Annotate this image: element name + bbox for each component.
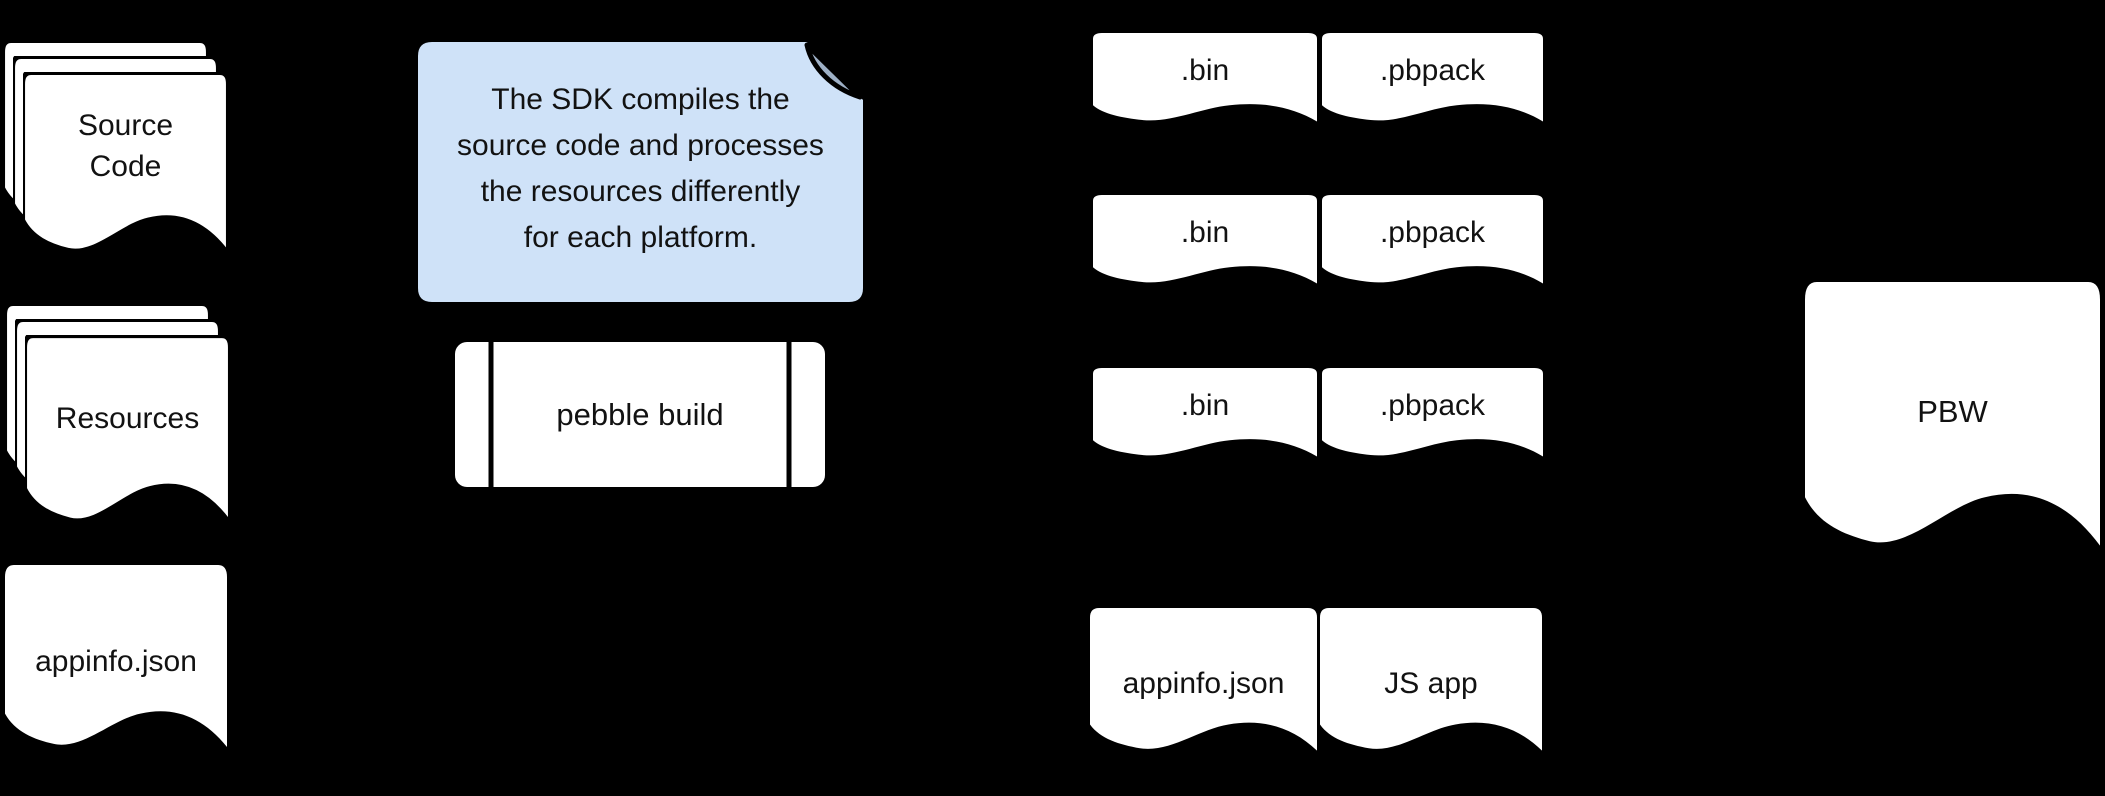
note-fold-icon bbox=[804, 42, 863, 100]
pebble-build-label: pebble build bbox=[556, 396, 724, 432]
appinfo-output-label: appinfo.json bbox=[1122, 667, 1285, 701]
document-icon bbox=[1320, 608, 1542, 751]
document-icon bbox=[1093, 368, 1317, 457]
document-icon bbox=[1090, 608, 1317, 751]
document-icon: Source Code bbox=[23, 72, 228, 257]
bin-label: .bin bbox=[1180, 215, 1230, 249]
appinfo-input-label: appinfo.json bbox=[35, 645, 197, 679]
note-line: The SDK compiles the bbox=[491, 83, 790, 116]
pbw-label: PBW bbox=[1917, 394, 1988, 430]
bin-doc-row3: .bin bbox=[1093, 368, 1317, 458]
pebble-build-process: pebble build bbox=[455, 342, 825, 487]
note-line: source code and processes bbox=[457, 129, 824, 162]
note-icon bbox=[418, 42, 863, 302]
resources-doc-stack: Resources bbox=[5, 303, 233, 527]
document-icon bbox=[1093, 195, 1317, 284]
document-icon bbox=[1805, 282, 2100, 546]
document-icon bbox=[1322, 368, 1543, 457]
note-body bbox=[418, 42, 863, 302]
pbpack-label: .pbpack bbox=[1379, 53, 1486, 87]
appinfo-output-doc: appinfo.json bbox=[1090, 608, 1317, 753]
pbpack-label: .pbpack bbox=[1379, 388, 1486, 422]
bin-label: .bin bbox=[1180, 388, 1230, 422]
note-text: The SDK compiles the source code and pro… bbox=[418, 42, 863, 302]
document-icon bbox=[1322, 33, 1543, 122]
note-line: the resources differently bbox=[480, 175, 801, 208]
appinfo-input-doc: appinfo.json bbox=[5, 565, 227, 750]
source-code-doc-stack: Source Code bbox=[3, 40, 231, 260]
pbpack-label: .pbpack bbox=[1379, 215, 1486, 249]
js-app-label: JS app bbox=[1384, 667, 1478, 701]
resources-label: Resources bbox=[55, 401, 200, 435]
pbpack-doc-row2: .pbpack bbox=[1322, 195, 1543, 285]
pbw-doc: PBW bbox=[1805, 282, 2100, 550]
document-icon bbox=[1322, 195, 1543, 284]
bin-doc-row1: .bin bbox=[1093, 33, 1317, 123]
bin-label: .bin bbox=[1180, 53, 1230, 87]
source-code-label: Source Code bbox=[77, 109, 174, 183]
document-icon bbox=[1093, 33, 1317, 122]
pbpack-doc-row1: .pbpack bbox=[1322, 33, 1543, 123]
js-app-doc: JS app bbox=[1320, 608, 1542, 753]
pbpack-doc-row3: .pbpack bbox=[1322, 368, 1543, 458]
note-line: for each platform. bbox=[523, 221, 758, 254]
subroutine-icon bbox=[455, 342, 825, 487]
document-icon bbox=[5, 565, 227, 747]
bin-doc-row2: .bin bbox=[1093, 195, 1317, 285]
sdk-note: The SDK compiles the source code and pro… bbox=[418, 42, 863, 302]
document-icon: Resources bbox=[25, 335, 230, 527]
